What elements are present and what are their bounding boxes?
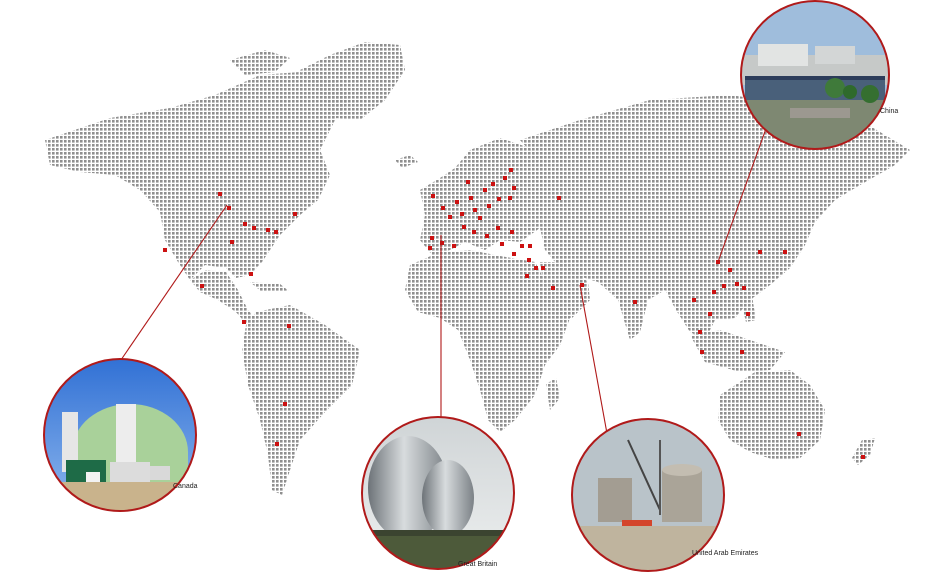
label-china: China <box>880 108 898 115</box>
marker <box>797 432 801 436</box>
marker <box>740 350 744 354</box>
marker <box>163 248 167 252</box>
marker <box>218 192 222 196</box>
marker <box>431 194 435 198</box>
marker <box>783 250 787 254</box>
marker <box>541 266 545 270</box>
marker <box>509 168 513 172</box>
marker <box>512 252 516 256</box>
marker <box>227 206 231 210</box>
marker <box>742 286 746 290</box>
marker <box>242 320 246 324</box>
new-zealand <box>852 438 875 465</box>
marker <box>491 182 495 186</box>
central-america <box>190 270 258 326</box>
marker <box>503 176 507 180</box>
marker <box>496 226 500 230</box>
marker <box>448 215 452 219</box>
marker <box>483 188 487 192</box>
marker <box>746 312 750 316</box>
marker <box>478 216 482 220</box>
marker <box>497 197 501 201</box>
madagascar <box>546 378 560 410</box>
marker <box>266 228 270 232</box>
marker <box>452 244 456 248</box>
marker <box>700 350 704 354</box>
line-uae <box>579 284 611 451</box>
australia <box>718 370 825 460</box>
marker <box>252 226 256 230</box>
marker <box>735 282 739 286</box>
marker <box>293 212 297 216</box>
marker <box>243 222 247 226</box>
marker <box>528 244 532 248</box>
marker <box>430 236 434 240</box>
marker <box>287 324 291 328</box>
marker <box>758 250 762 254</box>
land-masses <box>45 42 910 495</box>
philippines <box>740 296 756 322</box>
photo-china: China <box>740 0 898 150</box>
caribbean <box>250 282 290 292</box>
label-great-britain: Great Britain <box>458 561 497 568</box>
marker <box>440 241 444 245</box>
marker <box>455 200 459 204</box>
marker <box>512 186 516 190</box>
japan <box>774 215 800 265</box>
marker <box>508 196 512 200</box>
marker <box>861 455 865 459</box>
uk <box>428 182 444 212</box>
marker <box>712 290 716 294</box>
marker <box>708 312 712 316</box>
callout-lines <box>109 111 773 451</box>
marker <box>500 242 504 246</box>
marker <box>520 244 524 248</box>
line-canada <box>109 204 228 377</box>
marker <box>462 225 466 229</box>
marker <box>249 272 253 276</box>
marker <box>473 208 477 212</box>
south-america <box>242 305 360 495</box>
marker <box>527 258 531 262</box>
marker <box>283 402 287 406</box>
marker <box>200 284 204 288</box>
marker <box>230 240 234 244</box>
photo-great-britain: Great Britain <box>361 416 515 570</box>
greenland <box>300 42 405 120</box>
iceland <box>395 155 418 168</box>
marker <box>722 284 726 288</box>
africa <box>405 250 570 432</box>
label-uae: United Arab Emirates <box>692 550 759 557</box>
marker <box>692 298 696 302</box>
marker <box>485 234 489 238</box>
marker <box>698 330 702 334</box>
southeast-asia-islands <box>690 330 785 372</box>
photo-canada: Canada <box>43 358 198 512</box>
marker <box>466 180 470 184</box>
arctic-islands <box>230 50 290 75</box>
marker <box>510 230 514 234</box>
marker <box>633 300 637 304</box>
marker <box>525 274 529 278</box>
marker <box>580 283 584 287</box>
project-markers <box>163 168 865 459</box>
europe <box>420 138 545 255</box>
marker <box>551 286 555 290</box>
line-china <box>717 111 773 263</box>
marker <box>534 266 538 270</box>
north-america <box>45 72 350 280</box>
marker <box>275 442 279 446</box>
marker <box>441 206 445 210</box>
marker <box>274 230 278 234</box>
marker <box>460 212 464 216</box>
marker <box>469 196 473 200</box>
asia <box>520 95 910 340</box>
marker <box>487 204 491 208</box>
marker <box>472 230 476 234</box>
marker <box>428 246 432 250</box>
marker <box>557 196 561 200</box>
label-canada: Canada <box>173 483 198 490</box>
marker <box>728 268 732 272</box>
